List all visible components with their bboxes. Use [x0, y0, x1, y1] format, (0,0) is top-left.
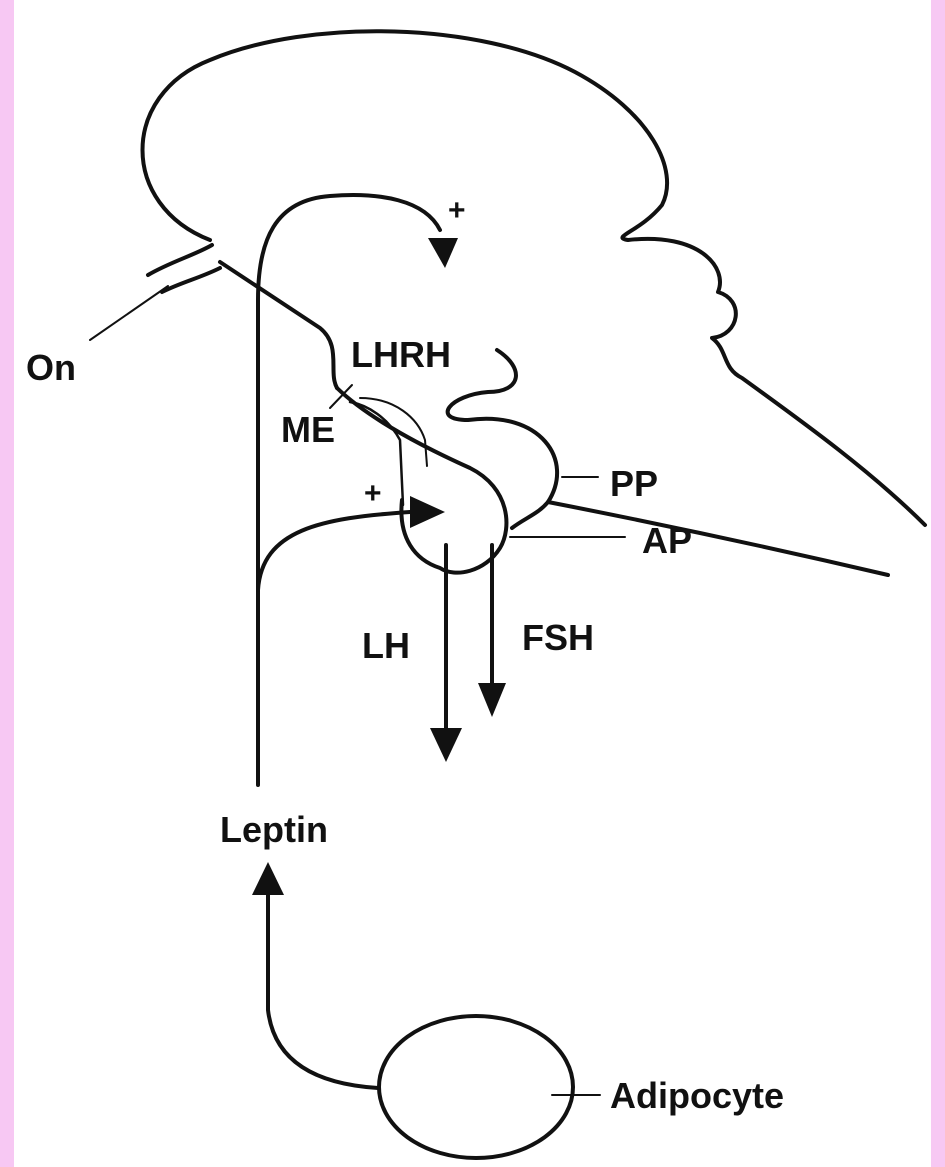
ventral-surface — [220, 262, 337, 388]
arrowhead-ap — [410, 496, 445, 528]
label-on: On — [26, 347, 76, 388]
olfactory-nerve-lower — [162, 268, 220, 292]
stalk-line — [337, 388, 506, 573]
label-plus-top: + — [448, 194, 466, 227]
label-adipocyte: Adipocyte — [610, 1075, 784, 1116]
label-fsh: FSH — [522, 617, 594, 658]
olfactory-nerve — [148, 245, 212, 275]
arrowhead-fsh — [478, 683, 506, 717]
on-pointer — [90, 286, 168, 340]
leptin-pathway — [258, 195, 440, 785]
leptin-branch-to-ap — [258, 512, 410, 590]
adipocyte-cell — [379, 1016, 573, 1158]
label-plus-mid: + — [364, 477, 382, 510]
label-lh: LH — [362, 625, 410, 666]
label-ap: AP — [642, 520, 692, 561]
label-me: ME — [281, 409, 335, 450]
adipocyte-to-leptin — [268, 892, 378, 1088]
arrowhead-top — [428, 238, 458, 268]
label-pp: PP — [610, 463, 658, 504]
label-leptin: Leptin — [220, 809, 328, 850]
label-lhrh: LHRH — [351, 334, 451, 375]
arrowhead-leptin — [252, 862, 284, 895]
brainstem-lower — [548, 502, 888, 575]
arrowhead-lh — [430, 728, 462, 762]
